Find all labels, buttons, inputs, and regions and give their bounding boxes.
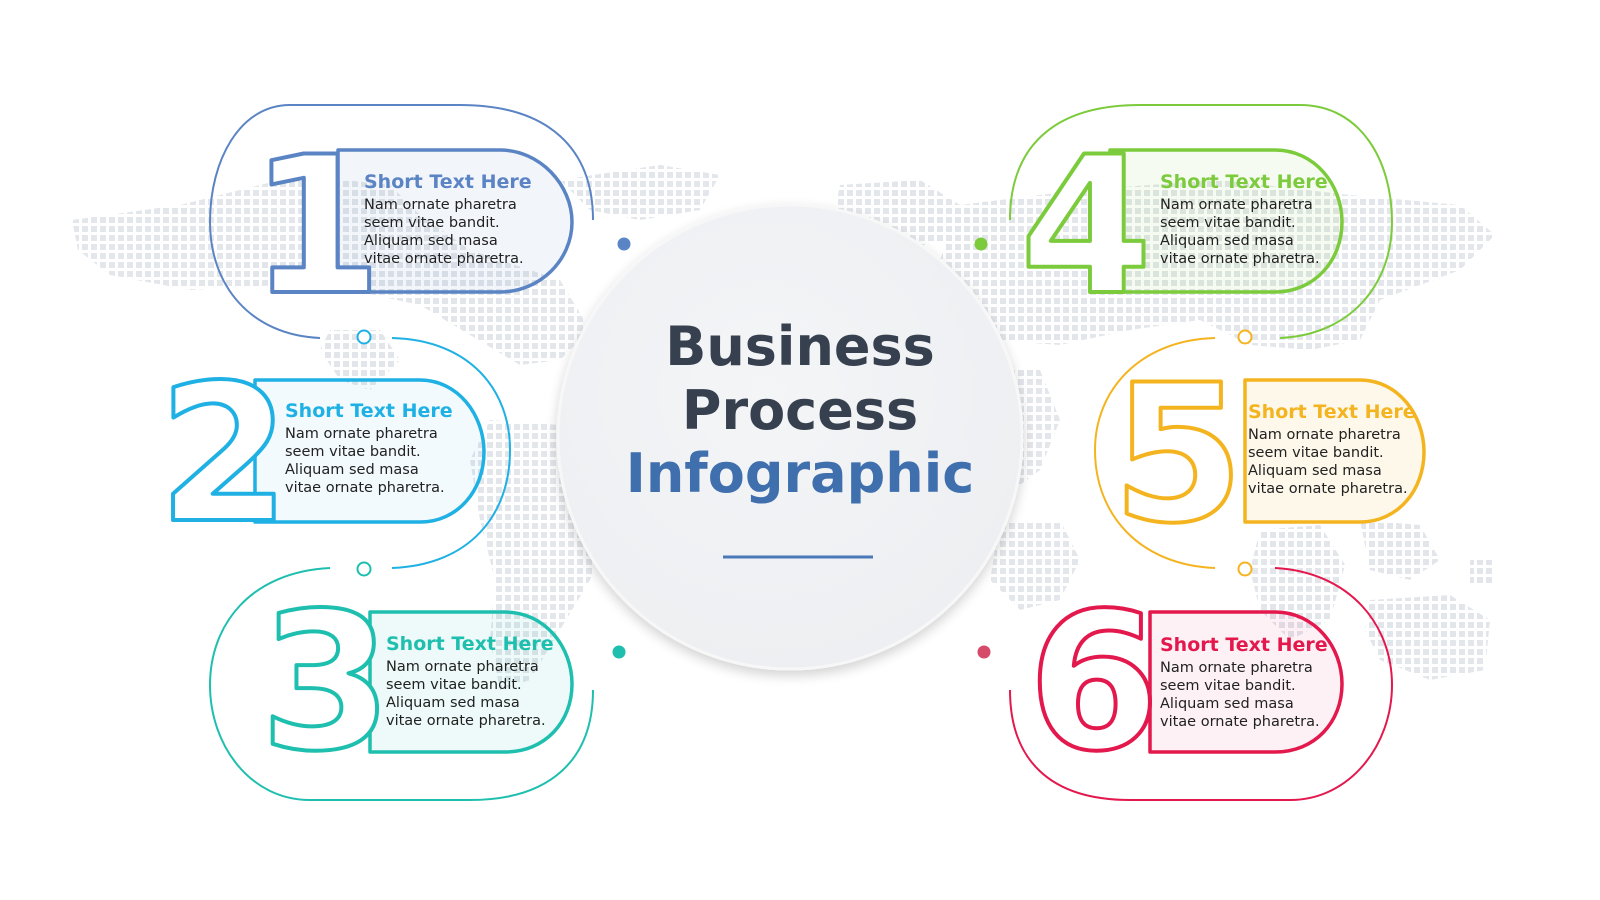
title-line-2: Process — [681, 378, 919, 442]
step-5-line-1: Nam ornate pharetra — [1248, 427, 1401, 443]
step-6-card: Short Text Here Nam ornate pharetra seem… — [1160, 634, 1360, 731]
step-1-shapes — [208, 104, 594, 345]
connector-dot-1 — [617, 237, 631, 251]
connector-dot-6 — [977, 645, 991, 659]
step-2-line-3: Aliquam sed masa — [285, 462, 419, 478]
step-3-line-3: Aliquam sed masa — [386, 695, 520, 711]
step-5-title: Short Text Here — [1248, 401, 1416, 423]
step-3-number: 3 — [260, 572, 392, 793]
step-3-card: Short Text Here Nam ornate pharetra seem… — [386, 633, 586, 730]
step-2-line-1: Nam ornate pharetra — [285, 426, 438, 442]
step-6-line-2: seem vitae bandit. — [1160, 678, 1296, 694]
connector-dot-4 — [974, 237, 988, 251]
step-6-shapes — [1009, 567, 1394, 801]
step-1-line-3: Aliquam sed masa — [364, 233, 498, 249]
step-2-title: Short Text Here — [285, 400, 453, 422]
step-4-line-3: Aliquam sed masa — [1160, 233, 1294, 249]
step-6-line-1: Nam ornate pharetra — [1160, 660, 1313, 676]
step-5-number: 5 — [1112, 344, 1244, 565]
step-3-line-2: seem vitae bandit. — [386, 677, 522, 693]
title-line-1: Business — [665, 315, 935, 378]
page-title: Business Process Infographic — [610, 315, 990, 506]
step-3-line-1: Nam ornate pharetra — [386, 659, 539, 675]
step-4-card: Short Text Here Nam ornate pharetra seem… — [1160, 171, 1360, 268]
step-5-line-3: Aliquam sed masa — [1248, 463, 1382, 479]
step-6-title: Short Text Here — [1160, 634, 1328, 656]
step-4-number: 4 — [1020, 116, 1152, 337]
step-2-shapes — [253, 337, 512, 577]
step-2-line-2: seem vitae bandit. — [285, 444, 421, 460]
step-4-line-4: vitae ornate pharetra. — [1160, 251, 1320, 267]
center-circle — [556, 203, 1024, 671]
step-1-line-2: seem vitae bandit. — [364, 215, 500, 231]
step-2-card: Short Text Here Nam ornate pharetra seem… — [285, 400, 485, 497]
step-1-line-4: vitae ornate pharetra. — [364, 251, 524, 267]
step-6-number: 6 — [1028, 572, 1160, 793]
step-5-line-4: vitae ornate pharetra. — [1248, 481, 1408, 497]
step-2-line-4: vitae ornate pharetra. — [285, 480, 445, 496]
step-3-shapes — [208, 567, 594, 801]
title-line-3: Infographic — [625, 442, 975, 506]
step-1-title: Short Text Here — [364, 171, 532, 193]
connector-dot-3 — [612, 645, 626, 659]
step-4-line-2: seem vitae bandit. — [1160, 215, 1296, 231]
step-1-line-1: Nam ornate pharetra — [364, 197, 517, 213]
step-4-line-1: Nam ornate pharetra — [1160, 197, 1313, 213]
step-4-title: Short Text Here — [1160, 171, 1328, 193]
step-1-number: 1 — [250, 116, 382, 337]
step-2-number: 2 — [158, 344, 290, 565]
step-5-shapes — [1093, 337, 1426, 577]
step-5-line-2: seem vitae bandit. — [1248, 445, 1384, 461]
step-3-line-4: vitae ornate pharetra. — [386, 713, 546, 729]
step-6-line-3: Aliquam sed masa — [1160, 696, 1294, 712]
step-6-line-4: vitae ornate pharetra. — [1160, 714, 1320, 730]
step-4-shapes — [1009, 104, 1394, 345]
step-3-title: Short Text Here — [386, 633, 554, 655]
step-5-card: Short Text Here Nam ornate pharetra seem… — [1248, 401, 1448, 498]
step-1-card: Short Text Here Nam ornate pharetra seem… — [364, 171, 564, 268]
